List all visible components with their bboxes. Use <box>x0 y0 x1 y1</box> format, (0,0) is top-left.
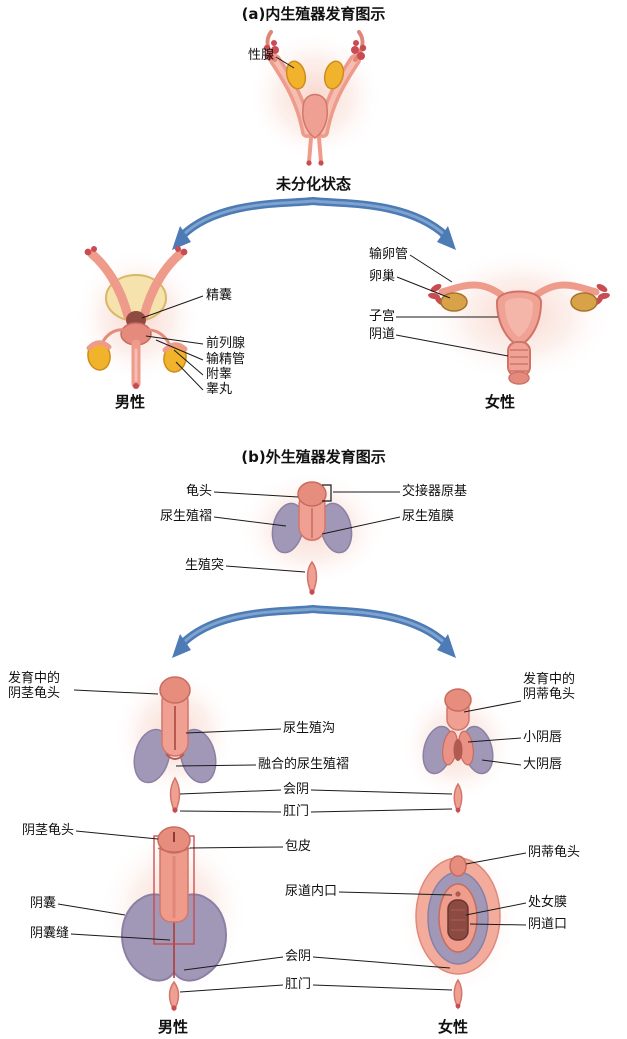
label-genital-tubercle: 生殖突 <box>185 558 225 573</box>
label-labia-majora: 大阴唇 <box>523 757 563 772</box>
label-labia-minora: 小阴唇 <box>523 730 563 745</box>
female-internal-illustration <box>424 248 614 385</box>
label-anus-bottom: 肛门 <box>285 977 312 992</box>
label-developing-penis-glans-1: 发育中的 <box>8 671 61 686</box>
male-internal-illustration <box>74 246 202 389</box>
label-ovary: 卵巢 <box>369 269 396 284</box>
developing-male-external-illustration <box>113 668 237 814</box>
label-copulatory-primordium: 交接器原基 <box>402 484 468 499</box>
label-scrotal-raphe: 阴囊缝 <box>30 926 70 941</box>
label-developing-penis-glans-2: 阴茎龟头 <box>8 686 61 701</box>
label-hymen: 处女膜 <box>528 895 568 910</box>
label-perineum-bottom: 会阴 <box>285 949 312 964</box>
label-uterus: 子宫 <box>369 309 396 324</box>
label-scrotum: 阴囊 <box>30 896 57 911</box>
label-urogenital-membrane: 尿生殖膜 <box>402 509 455 524</box>
male-internal-caption: 男性 <box>115 393 146 411</box>
section-b-title: (b)外生殖器发育图示 <box>241 448 386 466</box>
label-urethral-opening: 尿道内口 <box>285 884 338 899</box>
label-glans: 龟头 <box>186 484 213 499</box>
label-fallopian-tube: 输卵管 <box>369 247 409 262</box>
label-seminal-vesicle: 精囊 <box>206 288 233 303</box>
female-internal-caption: 女性 <box>485 393 516 411</box>
label-testis: 睾丸 <box>206 382 233 397</box>
label-urogenital-fold: 尿生殖褶 <box>160 509 213 524</box>
undifferentiated-caption: 未分化状态 <box>275 175 351 193</box>
label-anus-mid: 肛门 <box>283 804 310 819</box>
label-fused-urogenital-folds: 融合的尿生殖褶 <box>258 757 350 772</box>
section-a-title: (a)内生殖器发育图示 <box>241 5 386 23</box>
differentiation-arrow-a <box>172 196 456 250</box>
label-developing-clitoral-glans-1: 发育中的 <box>523 672 576 687</box>
female-external-caption: 女性 <box>438 1018 469 1036</box>
label-developing-clitoral-glans-2: 阴蒂龟头 <box>523 687 576 702</box>
differentiation-arrow-b <box>172 604 456 658</box>
undifferentiated-external-illustration <box>236 470 388 596</box>
label-clitoral-glans: 阴蒂龟头 <box>528 845 581 860</box>
label-vaginal-opening: 阴道口 <box>528 917 568 932</box>
developing-female-external-illustration <box>400 686 516 814</box>
label-vagina: 阴道 <box>369 327 396 342</box>
label-perineum-mid: 会阴 <box>283 782 310 797</box>
label-vas-deferens: 输精管 <box>206 352 246 367</box>
label-foreskin: 包皮 <box>285 839 312 854</box>
label-urogenital-groove: 尿生殖沟 <box>283 721 336 736</box>
label-penis-glans: 阴茎龟头 <box>22 823 75 838</box>
mature-male-external-illustration <box>99 826 249 1012</box>
label-epididymis: 附睾 <box>206 367 233 382</box>
label-gonad: 性腺 <box>248 48 275 63</box>
male-external-caption: 男性 <box>158 1018 189 1036</box>
label-prostate: 前列腺 <box>206 336 246 351</box>
mature-female-external-illustration <box>398 840 518 1010</box>
